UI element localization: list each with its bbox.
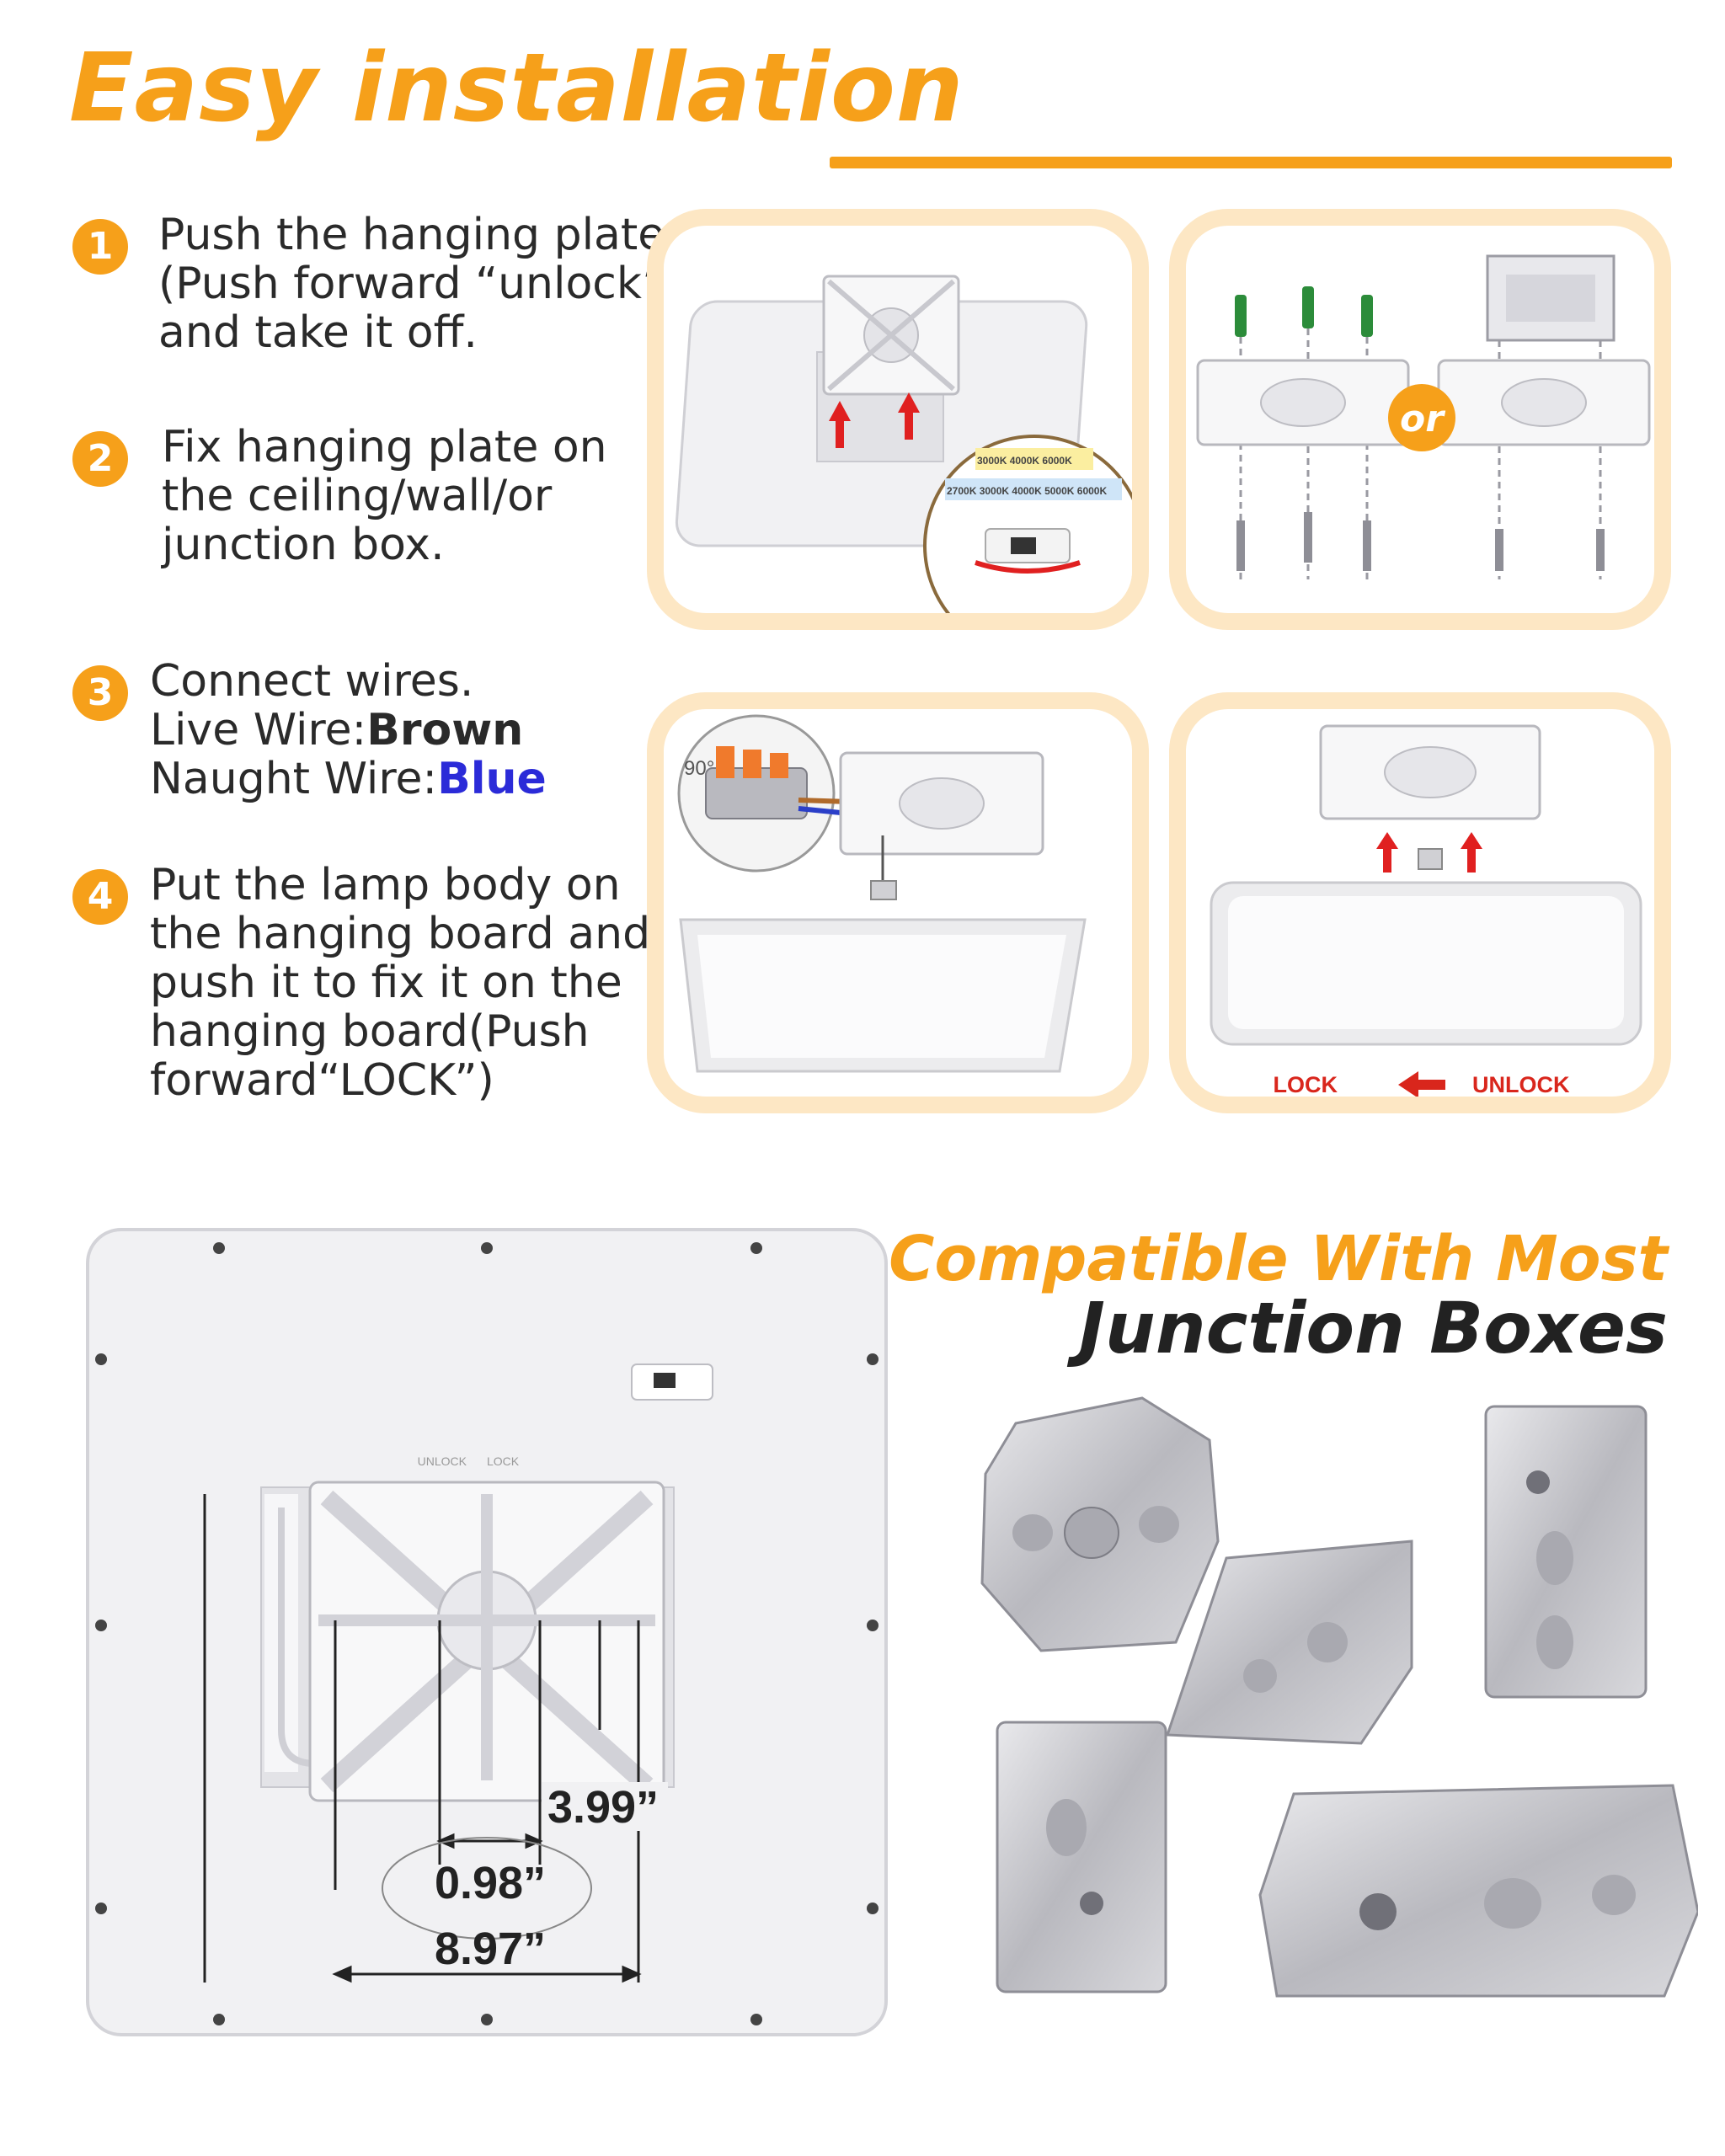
step-4-text: Put the lamp body on the hanging board a… — [150, 861, 650, 1105]
unlock-label: UNLOCK — [1472, 1072, 1570, 1097]
handy-box-upright-icon — [1484, 1405, 1648, 1699]
octagon-junction-box-icon — [980, 1396, 1220, 1652]
neutral-wire-value: Blue — [437, 754, 547, 804]
neutral-wire-label: Naught Wire: — [150, 754, 438, 804]
step-1-line-2: (Push forward “unlock”) — [158, 259, 682, 309]
cct-switch-icon — [631, 1364, 713, 1401]
step-2-badge: 2 — [72, 431, 128, 487]
cct-switch-zoom: 3000K 4000K 6000K 2700K 3000K 4000K 5000… — [923, 435, 1132, 613]
title-underline — [830, 157, 1672, 168]
handy-box-small-icon — [996, 1721, 1167, 1993]
panel-fix-plate: or — [1169, 209, 1671, 630]
step-1-badge: 1 — [72, 219, 128, 275]
step-4-line-1: Put the lamp body on — [150, 860, 621, 910]
fix-plate-illustration: or — [1196, 254, 1651, 579]
screw-icon — [95, 1242, 879, 2025]
dimension-3-99: 3.99” — [547, 1782, 659, 1833]
live-wire-row: Live Wire:Brown — [150, 706, 547, 755]
live-wire-label: Live Wire: — [150, 705, 367, 755]
hanging-plate-left-icon — [1196, 359, 1410, 446]
panel-lock-lamp: LOCK UNLOCK — [1169, 692, 1671, 1113]
step-4-line-4: hanging board(Push — [150, 1006, 590, 1057]
hanging-plate-right-icon — [1437, 359, 1651, 446]
step-4-badge: 4 — [72, 869, 128, 925]
rectangular-junction-box-icon — [1258, 1784, 1698, 1998]
square-junction-box-icon — [1165, 1540, 1413, 1745]
connect-wires-illustration: 90° — [677, 714, 1087, 1073]
or-label: or — [1400, 398, 1445, 440]
angle-label: 90° — [684, 757, 714, 780]
panel-remove-plate: 3000K 4000K 6000K 2700K 3000K 4000K 5000… — [647, 209, 1149, 630]
wire-connector-zoom: 90° — [677, 714, 850, 873]
cct-row-2: 2700K 3000K 4000K 5000K 6000K — [947, 485, 1107, 497]
step-2-text: Fix hanging plate on the ceiling/wall/or… — [162, 423, 607, 569]
step-3-badge: 3 — [72, 665, 128, 721]
step-4-line-3: push it to fix it on the — [150, 958, 622, 1008]
step-4-line-5: forward“LOCK”) — [150, 1055, 494, 1106]
step-1-line-1: Push the hanging plate — [158, 210, 665, 260]
step-1-text: Push the hanging plate (Push forward “un… — [158, 211, 681, 357]
lamp-body-icon — [1210, 881, 1642, 1046]
junction-boxes-illustration — [980, 1396, 1698, 1998]
lamp-body-icon — [679, 918, 1087, 1073]
hanging-plate-icon — [839, 751, 1044, 856]
lock-label: LOCK — [1274, 1072, 1338, 1097]
compat-heading-line-1: Compatible With Most — [889, 1223, 1668, 1295]
up-arrow-icon — [1376, 832, 1482, 873]
step-2-line-3: junction box. — [162, 520, 445, 570]
step-2-line-1: Fix hanging plate on — [162, 422, 607, 472]
step-2-line-2: the ceiling/wall/or — [162, 471, 553, 521]
dimension-8-97: 8.97” — [435, 1924, 546, 1974]
screw-icon — [1236, 512, 1605, 571]
cct-row-1: 3000K 4000K 6000K — [977, 455, 1072, 467]
step-1-line-3: and take it off. — [158, 307, 478, 358]
step-3-text: Connect wires. Live Wire:Brown Naught Wi… — [150, 657, 547, 803]
step-4-line-2: the hanging board and — [150, 909, 651, 959]
backplate-unlock-label: UNLOCK — [418, 1454, 467, 1468]
compat-heading-line-2: Junction Boxes — [1078, 1287, 1668, 1369]
backplate-lock-label: LOCK — [487, 1454, 520, 1468]
up-arrow-icon — [829, 392, 920, 448]
hanging-plate-icon — [1319, 724, 1541, 820]
remove-plate-illustration: 3000K 4000K 6000K 2700K 3000K 4000K 5000… — [675, 275, 1132, 613]
hanging-plate-icon — [308, 1481, 665, 1802]
backplate-dimension-diagram: UNLOCK LOCK 3.99” 0.98” 8.97” — [86, 1228, 888, 2036]
left-arrow-icon — [1398, 1071, 1445, 1097]
junction-box-icon — [1486, 254, 1616, 342]
step-3-intro: Connect wires. — [150, 656, 474, 707]
panel-connect-wires: 90° — [647, 692, 1149, 1113]
page-title: Easy installation — [69, 34, 964, 143]
hanging-plate-icon — [822, 275, 960, 396]
wall-anchor-icon — [1235, 286, 1373, 337]
live-wire-value: Brown — [366, 705, 524, 755]
dimension-0-98: 0.98” — [435, 1858, 546, 1908]
neutral-wire-row: Naught Wire:Blue — [150, 755, 547, 803]
lock-lamp-illustration: LOCK UNLOCK — [1210, 724, 1642, 1097]
